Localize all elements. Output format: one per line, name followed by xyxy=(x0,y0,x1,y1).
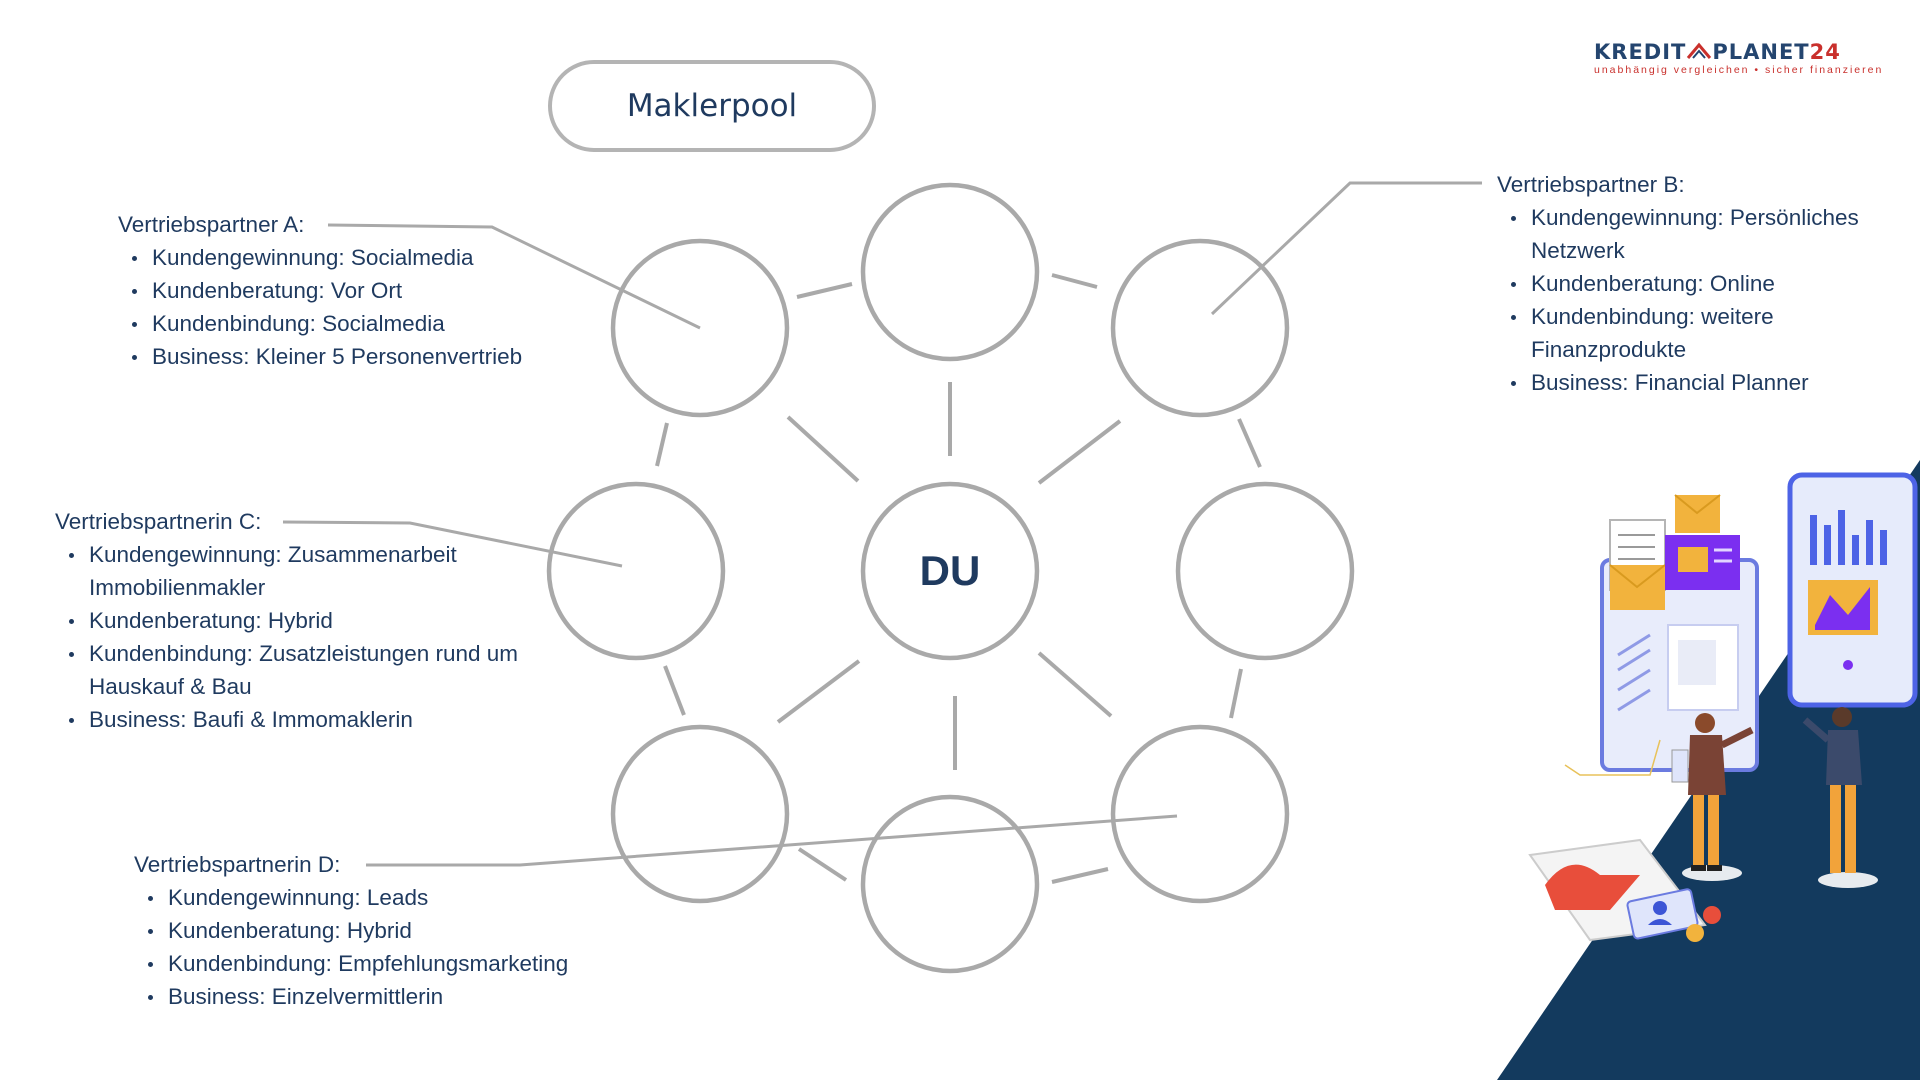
list-item: Business: Baufi & Immomaklerin xyxy=(55,703,525,736)
business-illustration xyxy=(1497,460,1920,1080)
person-one xyxy=(1695,713,1715,733)
list-item: Kundenbindung: Empfehlungsmarketing xyxy=(134,947,654,980)
list-item: Kundengewinnung: Leads xyxy=(134,881,654,914)
partner-b-callout: Vertriebspartner B: Kundengewinnung: Per… xyxy=(1497,168,1897,399)
person-two xyxy=(1832,707,1852,727)
list-item: Business: Kleiner 5 Personenvertrieb xyxy=(118,340,598,373)
list-item: Kundenberatung: Hybrid xyxy=(134,914,654,947)
connector-center-bottom-right xyxy=(1037,651,1113,718)
partner-b-title: Vertriebspartner B: xyxy=(1497,172,1685,197)
list-item: Kundenbindung: Socialmedia xyxy=(118,307,598,340)
connector-ring-1 xyxy=(796,282,853,299)
partner-d-callout: Vertriebspartnerin D: Kundengewinnung: L… xyxy=(134,848,654,1013)
list-item: Kundengewinnung: Zusammenarbeit Immobili… xyxy=(55,538,525,604)
list-item: Business: Einzelvermittlerin xyxy=(134,980,654,1013)
connector-ring-8 xyxy=(655,422,669,467)
list-item: Kundenberatung: Vor Ort xyxy=(118,274,598,307)
leader-line-b xyxy=(1210,181,1482,316)
connector-center-top-left xyxy=(786,415,860,483)
node-circle-bottom-right xyxy=(1110,724,1290,904)
list-item: Kundengewinnung: Persönliches Netzwerk xyxy=(1497,201,1897,267)
node-circle-bottom xyxy=(860,794,1040,974)
connector-ring-2 xyxy=(1051,273,1098,289)
partner-c-title: Vertriebspartnerin C: xyxy=(55,509,262,534)
list-item: Kundengewinnung: Socialmedia xyxy=(118,241,598,274)
connector-ring-5 xyxy=(1051,867,1109,884)
partner-c-callout: Vertriebspartnerin C: Kundengewinnung: Z… xyxy=(55,505,525,736)
connector-ring-6 xyxy=(797,847,848,882)
list-item: Business: Financial Planner xyxy=(1497,366,1897,399)
connector-center-bottom-left xyxy=(776,659,861,724)
maklerpool-box: Maklerpool xyxy=(548,60,876,152)
center-label: DU xyxy=(920,547,981,594)
node-circle-top xyxy=(860,182,1040,362)
partner-a-callout: Vertriebspartner A: Kundengewinnung: Soc… xyxy=(118,208,598,373)
connector-ring-4 xyxy=(1229,668,1243,719)
node-circle-right xyxy=(1175,481,1355,661)
logo-tagline: unabhängig vergleichen • sicher finanzie… xyxy=(1594,64,1884,76)
partner-d-title: Vertriebspartnerin D: xyxy=(134,852,341,877)
leader-line-a xyxy=(327,223,701,330)
node-circle-left xyxy=(546,481,726,661)
leader-line-c xyxy=(282,520,623,568)
connector-ring-3 xyxy=(1237,418,1262,468)
connector-ring-7 xyxy=(663,665,686,716)
list-item: Kundenbindung: weitere Finanzprodukte xyxy=(1497,300,1897,366)
node-circle-center xyxy=(860,481,1040,661)
roof-icon xyxy=(1686,40,1712,64)
partner-a-title: Vertriebspartner A: xyxy=(118,212,305,237)
node-circle-bottom-left xyxy=(610,724,790,904)
leader-line-d xyxy=(366,814,1178,867)
connector-center-top-right xyxy=(1037,419,1122,485)
list-item: Kundenbindung: Zusatzleistungen rund um … xyxy=(55,637,525,703)
list-item: Kundenberatung: Online xyxy=(1497,267,1897,300)
list-item: Kundenberatung: Hybrid xyxy=(55,604,525,637)
